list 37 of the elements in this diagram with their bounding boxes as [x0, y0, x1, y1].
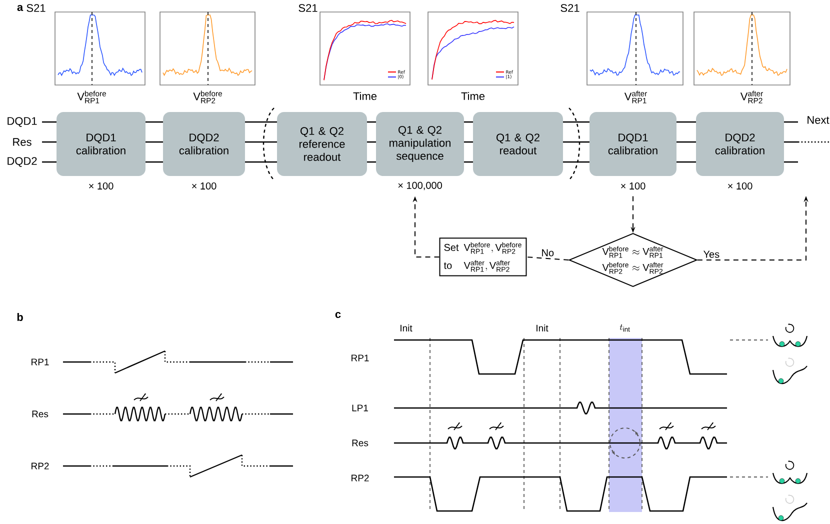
signal-label: RP2: [32, 462, 49, 470]
signal-label: Init: [400, 324, 412, 332]
process-block: Q1 & Q2 reference readout: [277, 112, 367, 176]
process-box: Set $\mathrm{V}^{\mathrm{before}}_{\mathrm{RP1}}, \mathrm{V}^{\mathrm{before}}_{\mathrm{RP2}}$ to $\mathrm{V}^{\mathrm{after}}_{\mathrm{RP1}}, \mathrm{V}^{\mathrm{after}}_{\mathrm{RP2}}$: [439, 238, 527, 276]
repeat-count: × 100: [728, 182, 752, 190]
signal-label: Res: [13, 138, 32, 146]
signal-label: DQD2: [8, 157, 37, 167]
signal-label: LP1: [352, 404, 368, 412]
process-block: DQD1 calibration: [56, 112, 146, 176]
edge-label: No: [542, 249, 554, 256]
panel-letter: c: [335, 312, 341, 318]
edge-label: Yes: [703, 250, 720, 258]
repeat-count: × 100: [621, 182, 646, 190]
repeat-count: × 100,000: [398, 182, 442, 190]
repeat-count: × 100: [192, 182, 216, 190]
axis-label: S21: [26, 4, 46, 12]
signal-label: Res: [32, 410, 48, 418]
axis-label: Time: [461, 92, 485, 100]
signal-label: RP1: [352, 354, 369, 362]
signal-label: $t_{\mathrm{int}}$: [620, 324, 630, 332]
signal-label: RP1: [32, 358, 49, 366]
signal-label: Next: [808, 116, 830, 124]
panel-letter: b: [17, 312, 23, 322]
process-block: Q1 & Q2 manipulation sequence: [376, 112, 464, 176]
signal-label: Res: [352, 440, 368, 446]
signal-label: Init: [536, 324, 548, 332]
process-block: DQD1 calibration: [590, 112, 676, 176]
signal-label: DQD1: [8, 117, 37, 127]
axis-label: Time: [353, 92, 377, 100]
axis-label: S21: [298, 4, 318, 12]
axis-label: S21: [560, 4, 580, 12]
process-block: Q1 & Q2 readout: [473, 112, 563, 176]
process-block: DQD2 calibration: [696, 112, 784, 176]
panel-letter: a: [17, 5, 24, 12]
repeat-count: × 100: [89, 182, 114, 190]
process-block: DQD2 calibration: [163, 112, 245, 176]
signal-label: RP2: [352, 474, 369, 482]
